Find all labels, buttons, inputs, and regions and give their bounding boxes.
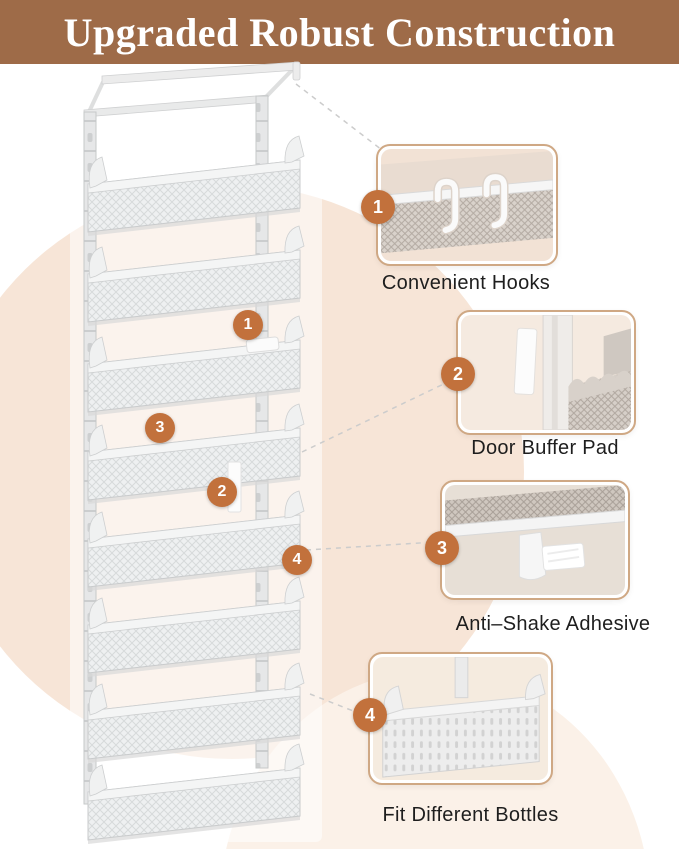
callout-card-hooks: 1 bbox=[361, 144, 558, 266]
callout-card-adhesive: 3 bbox=[425, 480, 630, 600]
over-door-rack bbox=[83, 61, 305, 845]
callout-badge-1: 1 bbox=[361, 190, 395, 224]
callout-card-buffer-pad: 2 bbox=[441, 310, 636, 435]
hook-accessory bbox=[245, 336, 280, 354]
hook-right bbox=[482, 172, 509, 230]
rack-badge-2: 2 bbox=[207, 477, 237, 507]
mount-bracket bbox=[518, 531, 547, 581]
callout-badge-4: 4 bbox=[353, 698, 387, 732]
callout-label-4: Fit Different Bottles bbox=[382, 804, 559, 826]
callout-badge-2: 2 bbox=[441, 357, 475, 391]
callout-label-3: Anti–Shake Adhesive bbox=[455, 613, 651, 635]
header-banner: Upgraded Robust Construction bbox=[0, 0, 679, 64]
page-title: Upgraded Robust Construction bbox=[63, 9, 616, 55]
rack-badge-3: 3 bbox=[145, 413, 175, 443]
adhesive-detail-photo bbox=[445, 485, 625, 595]
buffer-pad-detail-photo bbox=[461, 315, 631, 430]
callout-label-1: Convenient Hooks bbox=[381, 272, 551, 294]
rack-badge-1: 1 bbox=[233, 310, 263, 340]
callout-label-2: Door Buffer Pad bbox=[471, 437, 619, 459]
bottles-detail-photo bbox=[373, 657, 548, 780]
hooks-detail-photo bbox=[381, 149, 553, 261]
callout-badge-3: 3 bbox=[425, 531, 459, 565]
buffer-pad bbox=[513, 327, 538, 396]
callout-card-bottles: 4 bbox=[353, 652, 553, 785]
rack-badge-4: 4 bbox=[282, 545, 312, 575]
hook-left bbox=[433, 177, 460, 235]
adhesive-strip bbox=[541, 542, 586, 571]
